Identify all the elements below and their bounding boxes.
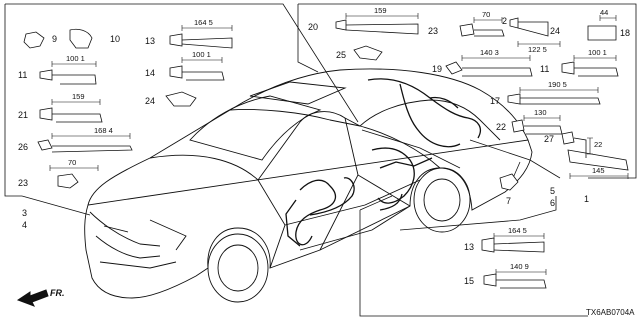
sunroof <box>249 81 347 105</box>
parts <box>23 17 629 289</box>
front-arrow-icon <box>16 289 49 307</box>
dim-2-width: 122 5 <box>528 45 547 54</box>
callout-20: 20 <box>308 22 319 32</box>
part-15 <box>483 273 547 289</box>
windshield <box>189 95 322 161</box>
part-13-bottom <box>481 237 545 253</box>
callout-9: 9 <box>52 34 58 44</box>
callout-24-left: 24 <box>145 96 156 106</box>
callout-5: 5 <box>550 186 556 196</box>
callout-21: 21 <box>18 110 29 120</box>
bottom-panel-frame <box>359 210 588 317</box>
dim-1: 145 <box>592 166 605 175</box>
callout-23-left: 23 <box>18 178 29 188</box>
callout-24-right: 24 <box>550 26 561 36</box>
dimension-lines <box>49 13 629 275</box>
part-26 <box>37 139 133 153</box>
callout-22: 22 <box>496 122 507 132</box>
callout-18: 18 <box>620 28 631 38</box>
callout-14: 14 <box>145 68 156 78</box>
part-21 <box>39 107 103 123</box>
dim-21: 159 <box>72 92 85 101</box>
callout-13-bottom: 13 <box>464 242 475 252</box>
clip-part-7 <box>499 173 519 191</box>
dim-23-left: 70 <box>68 158 77 167</box>
callout-26: 26 <box>18 142 29 152</box>
part-19 <box>445 61 533 77</box>
callout-4: 4 <box>22 220 28 230</box>
dim-22: 130 <box>534 108 547 117</box>
callout-3: 3 <box>22 208 28 218</box>
front-label: FR. <box>50 288 65 298</box>
dim-13-bottom: 164 5 <box>508 226 527 235</box>
part-20 <box>335 19 419 35</box>
callout-11-right: 11 <box>540 64 550 74</box>
dim-15: 140 9 <box>510 262 529 271</box>
callout-6: 6 <box>550 198 556 208</box>
part-22 <box>511 119 563 135</box>
part-13-top <box>169 33 233 49</box>
part-17 <box>507 93 601 105</box>
part-14 <box>169 65 225 81</box>
callout-11-left: 11 <box>18 70 28 80</box>
part-11-left <box>39 69 97 85</box>
diagram-code: TX6AB0704A <box>586 308 635 317</box>
part-18 <box>587 25 617 41</box>
dim-19: 140 3 <box>480 48 499 57</box>
harness-wiring <box>285 78 482 247</box>
clip-part-23-left <box>57 173 79 189</box>
clip-part-25 <box>353 45 383 61</box>
dim-23-right: 70 <box>482 10 491 19</box>
callout-23-right: 23 <box>428 26 439 36</box>
callout-10: 10 <box>110 34 121 44</box>
callout-27: 27 <box>544 134 555 144</box>
car-body <box>84 68 533 303</box>
left-panel-frame <box>5 3 359 123</box>
dim-17: 190 5 <box>548 80 567 89</box>
callout-2: 2 <box>502 16 508 26</box>
callout-13-top: 13 <box>145 36 156 46</box>
right-panel-frame <box>298 3 637 179</box>
callout-7: 7 <box>506 196 512 206</box>
callout-17: 17 <box>490 96 501 106</box>
dim-26: 168 4 <box>94 126 113 135</box>
part-11-right <box>561 61 619 77</box>
clip-part-10 <box>69 28 93 49</box>
part-1 <box>567 149 629 171</box>
dim-14: 100 1 <box>192 50 211 59</box>
dim-11-right: 100 1 <box>588 48 607 57</box>
clip-part-9 <box>23 31 45 49</box>
dim-20: 159 <box>374 6 387 15</box>
callout-15: 15 <box>464 276 475 286</box>
callout-1: 1 <box>584 194 590 204</box>
dim-11-left: 100 1 <box>66 54 85 63</box>
callout-19: 19 <box>432 64 443 74</box>
clip-part-24-left <box>165 91 197 107</box>
callout-25: 25 <box>336 50 347 60</box>
dim-18: 44 <box>600 8 609 17</box>
part-2 <box>509 17 549 37</box>
dim-13-top: 164 5 <box>194 18 213 27</box>
part-23-right <box>459 23 505 37</box>
dim-27: 22 <box>594 140 603 149</box>
part-27 <box>561 131 587 158</box>
